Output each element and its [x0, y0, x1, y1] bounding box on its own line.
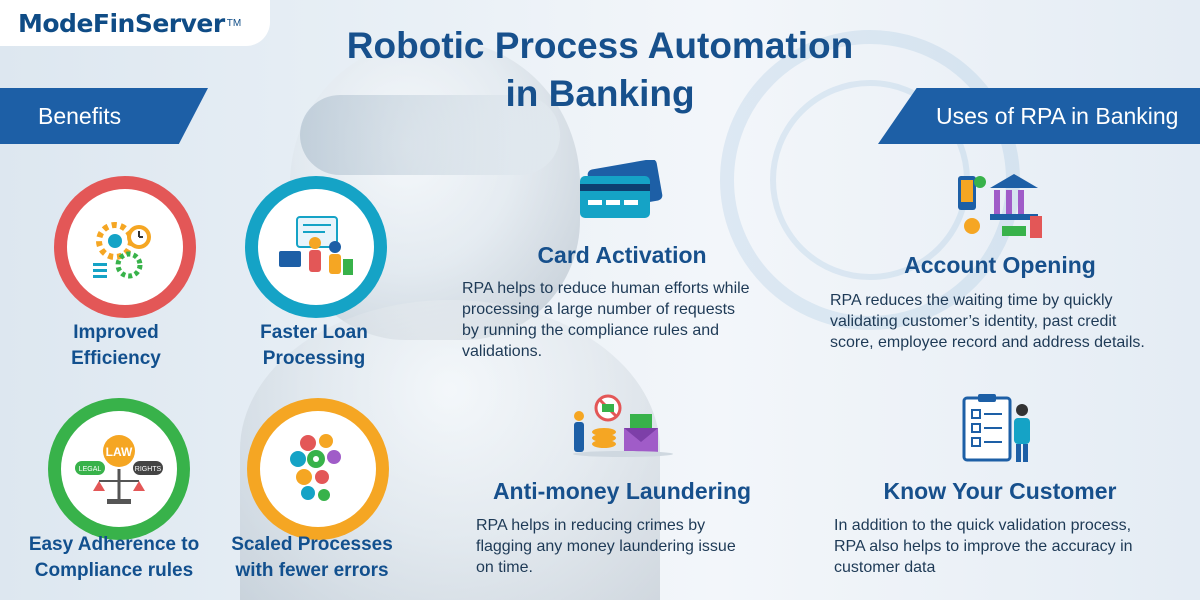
uses-ribbon-label: Uses of RPA in Banking [936, 102, 1179, 129]
use-title-anti-money-laundering: Anti-money Laundering [492, 478, 752, 504]
benefit-circle-compliance: LAW LEGAL RIGHTS [48, 398, 190, 540]
money-laundering-icon [568, 392, 678, 471]
svg-text:LEGAL: LEGAL [79, 466, 102, 473]
benefits-ribbon: Benefits [0, 88, 208, 144]
use-title-card-activation: Card Activation [537, 242, 707, 268]
use-title-know-your-customer: Know Your Customer [883, 478, 1117, 504]
benefit-circle-efficiency [54, 176, 196, 318]
page-title-line2: in Banking [505, 73, 695, 114]
benefit-label-scaled: Scaled Processes with fewer errors [231, 534, 393, 581]
use-desc-card-activation: RPA helps to reduce human efforts while … [462, 280, 750, 360]
logo-text: ModeFinServer [18, 8, 225, 38]
page-title: Robotic Process Automation in Banking [320, 22, 880, 118]
process-gears-head-icon [290, 434, 341, 501]
checklist-clipboard-icon [960, 392, 1040, 471]
svg-text:LAW: LAW [106, 445, 133, 459]
benefits-ribbon-label: Benefits [38, 102, 122, 129]
use-desc-account-opening: RPA reduces the waiting time by quickly … [830, 292, 1145, 351]
bank-account-icon [950, 166, 1050, 251]
benefit-circle-scaled [247, 398, 389, 540]
benefit-circle-loan [245, 176, 387, 318]
brand-logo: ModeFinServer TM [0, 0, 270, 46]
benefit-label-loan: Faster Loan Processing [260, 322, 368, 369]
uses-ribbon: Uses of RPA in Banking [878, 88, 1200, 144]
benefit-label-efficiency: Improved Efficiency [71, 322, 161, 369]
gears-clock-icon [93, 222, 151, 279]
logo-trademark: TM [226, 17, 242, 29]
use-desc-know-your-customer: In addition to the quick validation proc… [834, 517, 1133, 576]
law-scales-icon: LAW LEGAL RIGHTS [75, 435, 163, 504]
use-desc-anti-money-laundering: RPA helps in reducing crimes by flagging… [476, 517, 736, 576]
loan-documents-icon [279, 216, 353, 275]
credit-cards-icon [576, 159, 666, 229]
svg-text:RIGHTS: RIGHTS [135, 466, 162, 473]
page-title-line1: Robotic Process Automation [346, 25, 854, 66]
use-title-account-opening: Account Opening [904, 252, 1096, 278]
benefit-label-compliance: Easy Adherence to Compliance rules [28, 534, 200, 581]
